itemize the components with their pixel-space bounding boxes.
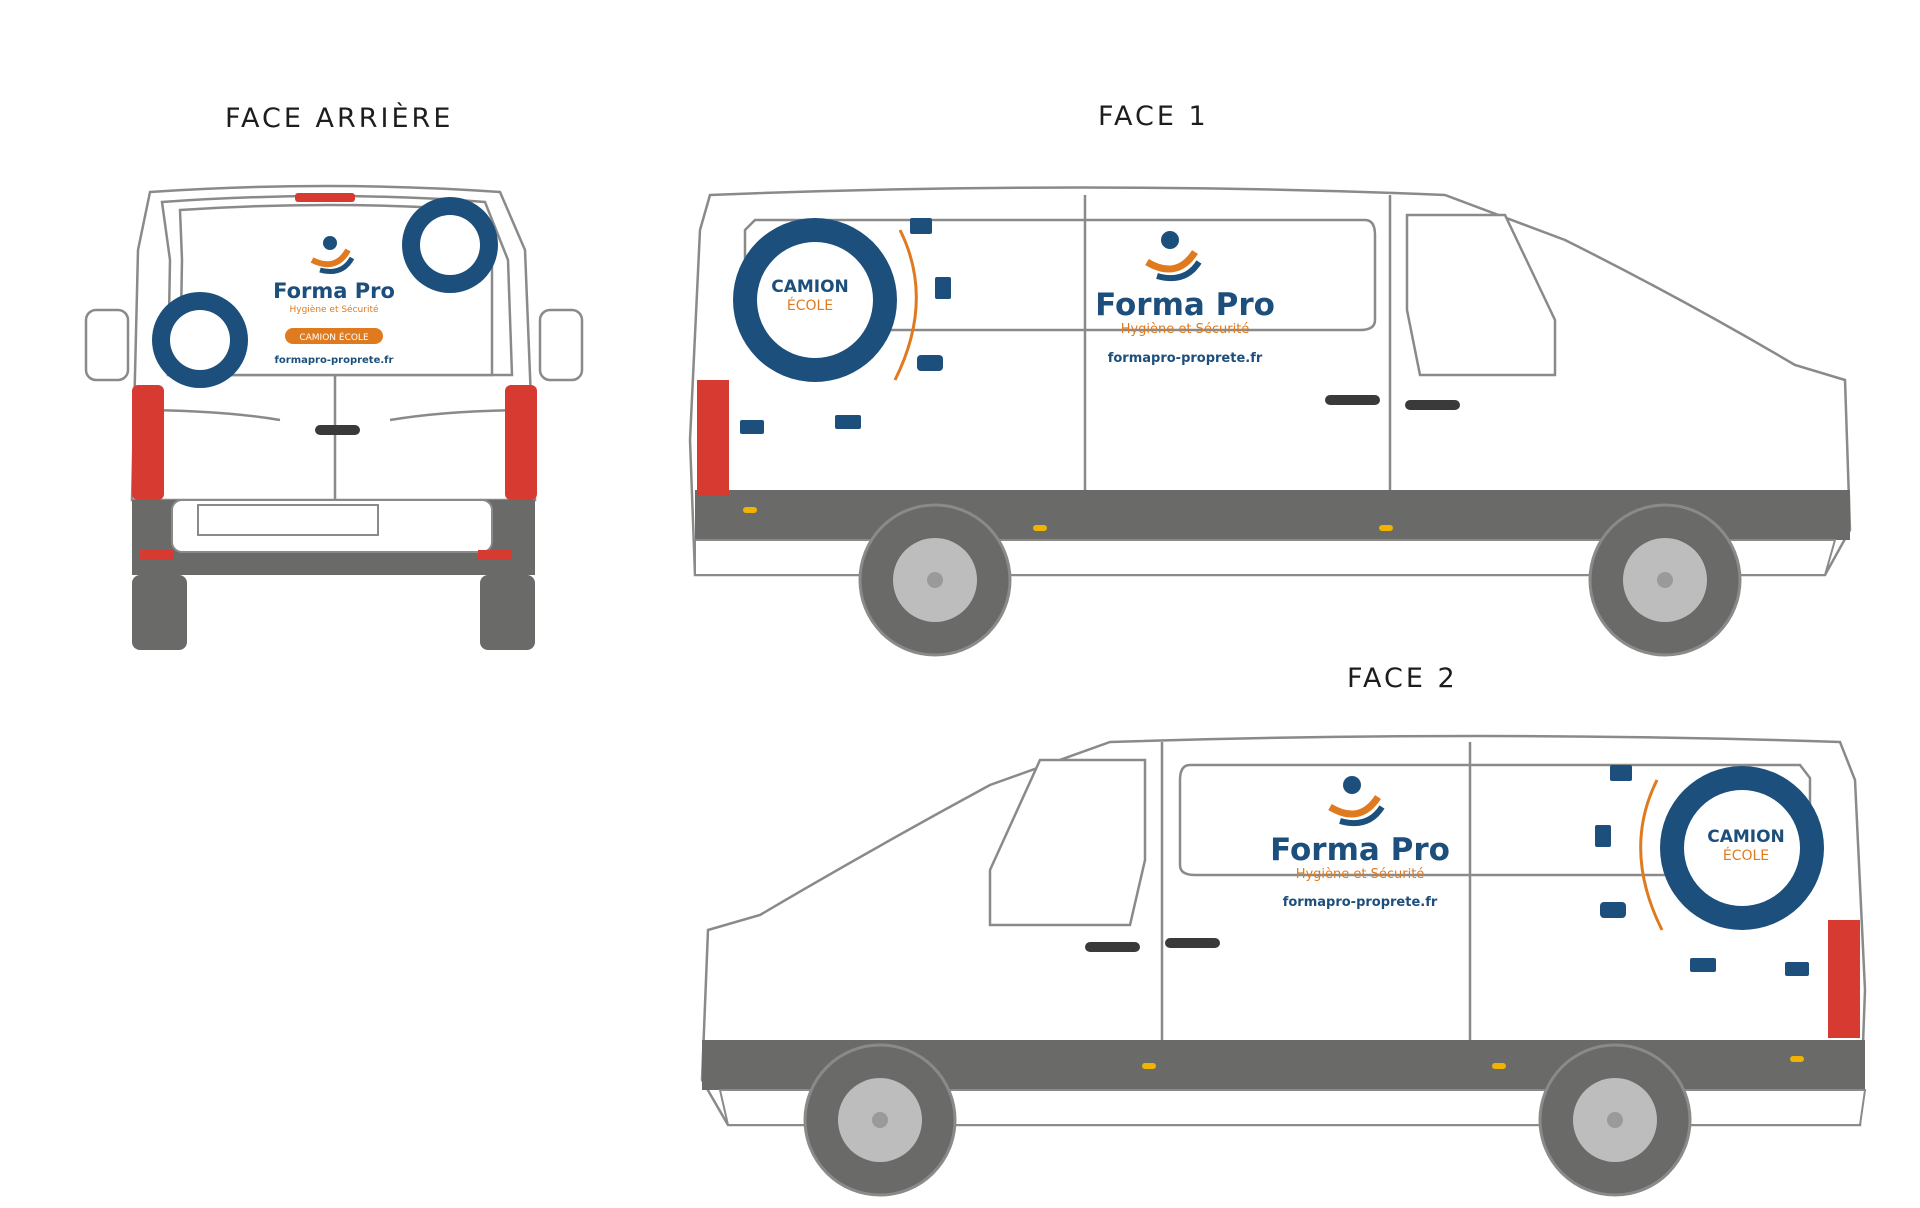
van-rear-view: Forma Pro Hygiène et Sécurité CAMION ÉCO… bbox=[84, 184, 584, 650]
side2-gear-word1: CAMION bbox=[1707, 827, 1785, 847]
rear-brand-name: Forma Pro bbox=[273, 279, 395, 303]
side2-tagline: Hygiène et Sécurité bbox=[1296, 867, 1425, 882]
side1-gear-word2: ÉCOLE bbox=[787, 297, 833, 314]
van-side-2: CAMION ÉCOLE Forma Pro Hygiène et Sécuri… bbox=[700, 734, 1867, 1197]
label-side-2: FACE 2 bbox=[1347, 663, 1458, 694]
side1-brand-name: Forma Pro bbox=[1095, 287, 1275, 323]
side1-tagline: Hygiène et Sécurité bbox=[1121, 322, 1250, 337]
side1-gear-word1: CAMION bbox=[771, 277, 849, 297]
side2-brand-name: Forma Pro bbox=[1270, 832, 1450, 868]
side1-website: formapro-proprete.fr bbox=[1108, 351, 1263, 366]
van-side-1: CAMION ÉCOLE Forma Pro Hygiène et Sécuri… bbox=[688, 186, 1852, 657]
rear-badge: CAMION ÉCOLE bbox=[299, 331, 369, 343]
rear-website: formapro-proprete.fr bbox=[275, 355, 394, 366]
rear-tagline: Hygiène et Sécurité bbox=[289, 304, 379, 315]
label-rear-view: FACE ARRIÈRE bbox=[225, 103, 454, 134]
label-side-1: FACE 1 bbox=[1098, 101, 1209, 132]
side2-gear-word2: ÉCOLE bbox=[1723, 847, 1769, 864]
side2-website: formapro-proprete.fr bbox=[1283, 895, 1438, 910]
